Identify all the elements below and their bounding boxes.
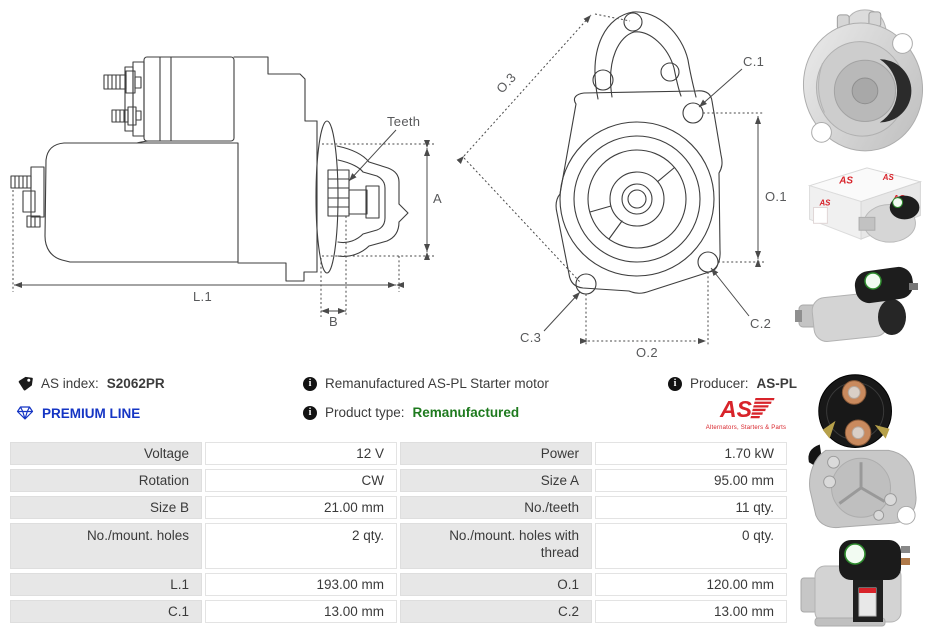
spec-table: Voltage 12 V Power 1.70 kW Rotation CW S… <box>10 442 789 627</box>
product-photo-gallery: AS AS AS AS <box>795 0 931 636</box>
spec-value-cell: 13.00 mm <box>205 600 397 623</box>
spec-value-cell: 193.00 mm <box>205 573 397 596</box>
premium-line-label: PREMIUM LINE <box>42 405 141 421</box>
spec-label-cell: C.1 <box>10 600 202 623</box>
spec-label-cell: Size A <box>400 469 592 492</box>
spec-value-cell: 12 V <box>205 442 397 465</box>
as-pl-logo: AS Alternators, Starters & Parts <box>700 396 792 431</box>
product-photo-angled-view[interactable] <box>795 255 931 355</box>
info-icon[interactable]: i <box>303 376 317 391</box>
dim-label-a: A <box>433 191 442 206</box>
product-type-row: i Product type: Remanufactured <box>303 405 519 420</box>
dim-label-o2: O.2 <box>636 345 658 360</box>
diamond-icon <box>16 406 34 420</box>
table-row: L.1 193.00 mm O.1 120.00 mm <box>10 573 789 596</box>
spec-value-cell: 21.00 mm <box>205 496 397 519</box>
as-index-value: S2062PR <box>106 376 165 391</box>
spec-label-cell: Rotation <box>10 469 202 492</box>
spec-value-cell: 95.00 mm <box>595 469 787 492</box>
premium-line-badge[interactable]: PREMIUM LINE <box>16 405 140 421</box>
as-index-label: AS index: <box>41 376 99 391</box>
dim-label-l1: L.1 <box>193 289 212 304</box>
dim-label-o3: O.3 <box>493 70 519 96</box>
spec-value-cell: 120.00 mm <box>595 573 787 596</box>
spec-value-cell: CW <box>205 469 397 492</box>
spec-value-cell: 13.00 mm <box>595 600 787 623</box>
spec-value-cell: 1.70 kW <box>595 442 787 465</box>
spec-label-cell: No./mount. holes with thread <box>400 523 592 569</box>
dim-label-teeth: Teeth <box>387 114 420 129</box>
spec-value-cell: 0 qty. <box>595 523 787 569</box>
table-row: Voltage 12 V Power 1.70 kW <box>10 442 789 465</box>
as-index-row: AS index: S2062PR <box>18 376 165 391</box>
product-type-label: Product type: <box>325 405 405 420</box>
dim-label-o1: O.1 <box>765 189 787 204</box>
spec-value-cell: 11 qty. <box>595 496 787 519</box>
svg-text:AS: AS <box>838 176 853 187</box>
spec-label-cell: O.1 <box>400 573 592 596</box>
spec-label-cell: L.1 <box>10 573 202 596</box>
producer-label: Producer: <box>690 376 749 391</box>
as-logo-text: AS <box>719 396 753 422</box>
dim-label-b: B <box>329 314 338 329</box>
side-view-technical-drawing: A Teeth L.1 B <box>10 56 442 329</box>
table-row: Size B 21.00 mm No./teeth 11 qty. <box>10 496 789 519</box>
spec-label-cell: Voltage <box>10 442 202 465</box>
tag-icon <box>18 376 33 391</box>
description-row: i Remanufactured AS-PL Starter motor <box>303 376 549 391</box>
dim-label-c1: C.1 <box>743 54 764 69</box>
description-text: Remanufactured AS-PL Starter motor <box>325 376 549 391</box>
svg-text:AS: AS <box>882 173 895 182</box>
product-photo-front-face[interactable] <box>795 2 931 158</box>
product-photo-side-view[interactable] <box>795 536 931 636</box>
spec-label-cell: No./teeth <box>400 496 592 519</box>
as-logo-icon: AS <box>719 396 775 422</box>
spec-label-cell: No./mount. holes <box>10 523 202 569</box>
table-row: C.1 13.00 mm C.2 13.00 mm <box>10 600 789 623</box>
info-icon[interactable]: i <box>303 405 317 420</box>
product-photo-retail-box[interactable]: AS AS AS AS <box>795 158 931 252</box>
table-row: Rotation CW Size A 95.00 mm <box>10 469 789 492</box>
product-photo-rear-solenoid[interactable] <box>795 360 931 532</box>
svg-text:AS: AS <box>818 198 831 207</box>
front-view-technical-drawing: O.3 C.1 O.1 C.2 C.3 O.2 <box>456 11 787 360</box>
spec-value-cell: 2 qty. <box>205 523 397 569</box>
as-logo-tagline: Alternators, Starters & Parts <box>705 425 787 431</box>
spec-label-cell: C.2 <box>400 600 592 623</box>
product-type-value: Remanufactured <box>412 405 520 420</box>
dim-label-c3: C.3 <box>520 330 541 345</box>
dim-label-c2: C.2 <box>750 316 771 331</box>
spec-label-cell: Power <box>400 442 592 465</box>
producer-value: AS-PL <box>756 376 798 391</box>
producer-row: i Producer: AS-PL <box>668 376 797 391</box>
table-row: No./mount. holes 2 qty. No./mount. holes… <box>10 523 789 569</box>
spec-label-cell: Size B <box>10 496 202 519</box>
info-icon[interactable]: i <box>668 376 682 391</box>
